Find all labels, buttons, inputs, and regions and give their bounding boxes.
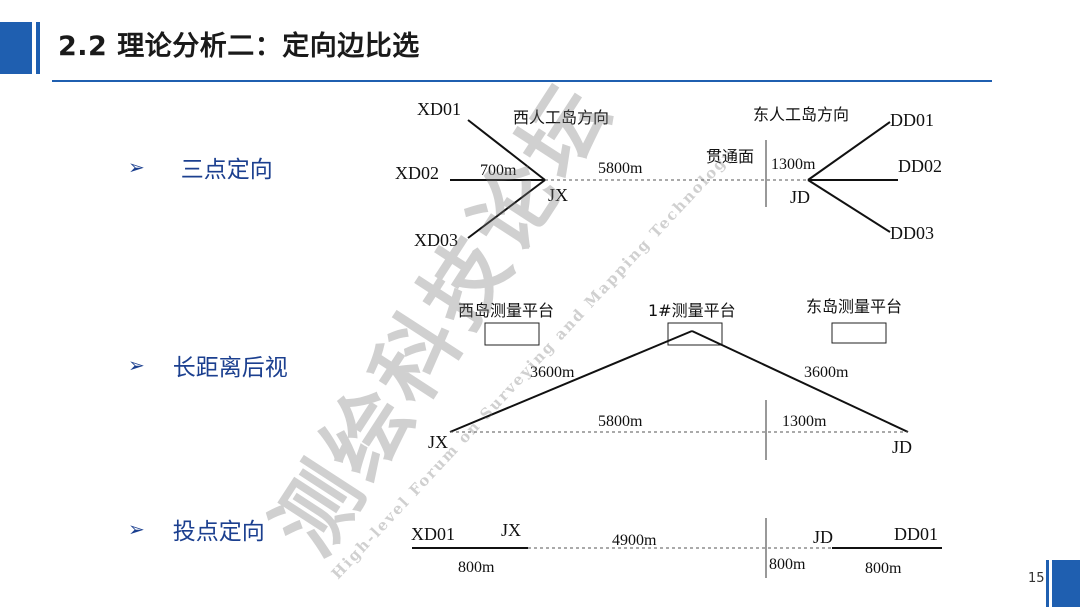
label-jd: JD (813, 527, 833, 547)
title-accent-stripe (36, 22, 40, 74)
xd03-ray (467, 179, 546, 239)
diagram-long-backsight: 西岛测量平台 1#测量平台 东岛测量平台 3600m 3600m 5800m 1… (428, 297, 912, 460)
dd03-ray (807, 179, 891, 233)
label-xd03: XD03 (414, 230, 458, 250)
label-dd01: DD01 (890, 110, 934, 130)
label-xd01: XD01 (417, 99, 461, 119)
label-jx: JX (548, 185, 568, 205)
label-dist-east: 800m (865, 560, 902, 577)
label-dist-west: 700m (480, 162, 517, 179)
bullet-label: 投点定向 (172, 519, 265, 545)
bullet-long-backsight: ➢ 长距离后视 (128, 348, 288, 382)
label-xd01: XD01 (411, 524, 455, 544)
arrow-bullet-icon: ➢ (128, 353, 145, 377)
label-dist-east: 1300m (771, 156, 816, 173)
diagram-three-point: XD01 XD02 XD03 西人工岛方向 东人工岛方向 贯通面 700m 58… (395, 99, 942, 250)
west-platform-box (484, 322, 540, 346)
bullet-projection: ➢ 投点定向 (128, 512, 265, 546)
label-left-slope: 3600m (530, 364, 575, 381)
label-breakthrough: 贯通面 (706, 147, 754, 166)
label-center-platform: 1#测量平台 (648, 301, 736, 320)
center-platform-box (667, 322, 723, 346)
dd01-ray (807, 121, 891, 181)
title-accent-block (0, 22, 32, 74)
bullet-three-point: ➢ 三点定向 (128, 150, 273, 184)
label-west-direction: 西人工岛方向 (513, 108, 609, 127)
label-jx: JX (501, 520, 521, 540)
diagram-projection: XD01 JX 4900m JD DD01 800m 800m 800m (411, 518, 942, 578)
corner-accent-block (1052, 560, 1080, 607)
label-dist-west: 800m (458, 559, 495, 576)
page-number: 15 (1028, 571, 1045, 586)
label-dd03: DD03 (890, 223, 934, 243)
label-dist-east: 1300m (782, 413, 827, 430)
label-east-platform: 东岛测量平台 (806, 297, 902, 316)
bullet-label: 长距离后视 (172, 355, 288, 381)
title-bar: 2.2 理论分析二：定向边比选 (0, 10, 1080, 82)
label-dist-main: 5800m (598, 160, 643, 177)
corner-accent-stripe (1046, 560, 1049, 607)
right-slope-line (691, 330, 909, 433)
label-jx: JX (428, 432, 448, 452)
label-xd02: XD02 (395, 163, 439, 183)
arrow-bullet-icon: ➢ (128, 517, 145, 541)
label-east-direction: 东人工岛方向 (753, 105, 849, 124)
label-west-platform: 西岛测量平台 (458, 301, 554, 320)
arrow-bullet-icon: ➢ (128, 155, 145, 179)
bullet-label: 三点定向 (180, 157, 273, 183)
label-right-slope: 3600m (804, 364, 849, 381)
label-jd: JD (892, 437, 912, 457)
label-dist-main: 4900m (612, 532, 657, 549)
left-slope-line (449, 330, 693, 433)
title-divider (52, 80, 992, 82)
label-jd: JD (790, 187, 810, 207)
slide-title: 2.2 理论分析二：定向边比选 (58, 31, 420, 62)
label-dist-main: 5800m (598, 413, 643, 430)
label-dist-mid: 800m (769, 556, 806, 573)
label-dd01: DD01 (894, 524, 938, 544)
label-dd02: DD02 (898, 156, 942, 176)
xd01-ray (467, 119, 546, 181)
east-platform-box (831, 322, 887, 344)
